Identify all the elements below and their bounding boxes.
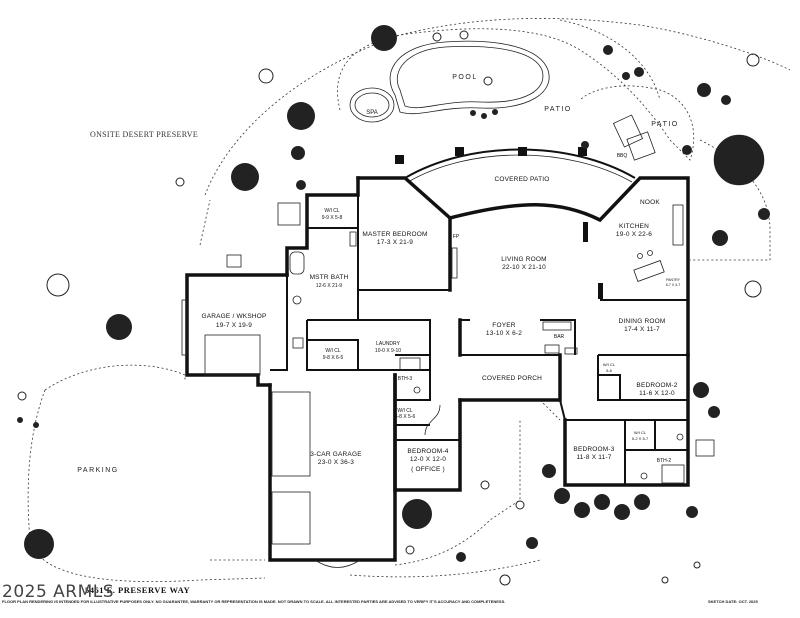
three-car-garage-label: 3-CAR GARAGE — [310, 451, 362, 458]
garage-wkshop-dims: 19-7 X 19-9 — [216, 322, 252, 329]
wic-small-label: W/I CL — [397, 408, 412, 414]
spa-label: SPA — [366, 110, 378, 116]
bedroom2-label: BEDROOM-2 — [636, 382, 677, 389]
master-wic-dims: 9-9 X 5-8 — [322, 215, 343, 221]
bedroom4-label: BEDROOM-4 — [407, 448, 448, 455]
master-bedroom-label: MASTER BEDROOM — [362, 231, 427, 238]
wic-bed2-label: W/I CL — [603, 362, 616, 367]
master-wic-2-label: W/I CL — [325, 348, 340, 354]
living-room-label: LIVING ROOM — [501, 256, 547, 263]
fp-label: FP — [453, 234, 460, 240]
wic-small-dims: 5-8 X 5-6 — [395, 414, 416, 420]
bedroom4-dims: 12-0 X 12-0 — [410, 456, 446, 463]
laundry-label: LAUNDRY — [376, 341, 400, 347]
dining-room-label: DINING ROOM — [619, 318, 666, 325]
pool-area: POOL SPA PATIO PATIO BBQ — [337, 28, 695, 161]
sketch-date: SKETCH DATE: OCT. 2025 — [708, 599, 758, 604]
bth2-label: BTH-2 — [657, 458, 672, 464]
kitchen-dims: 19-0 X 22-6 — [616, 231, 652, 238]
room-labels: MASTER BEDROOM 17-3 X 21-9 W/I CL 9-9 X … — [201, 199, 680, 473]
pool-label: POOL — [452, 74, 477, 81]
master-bedroom-dims: 17-3 X 21-9 — [377, 239, 413, 246]
landscape — [17, 25, 770, 586]
wic-bed2-dims: 5-6 — [606, 368, 613, 373]
covered-porch-label: COVERED PORCH — [482, 375, 542, 382]
bedroom3-label: BEDROOM-3 — [573, 446, 614, 453]
bar-label: BAR — [554, 334, 565, 340]
wic-bed3-dims: 5-2 X 5-7 — [632, 436, 649, 441]
preserve-label: ONSITE DESERT PRESERVE — [90, 130, 198, 139]
wic-bed3-label: W/I CL — [634, 430, 647, 435]
master-bath-dims: 12-6 X 21-9 — [316, 283, 342, 289]
foyer-dims: 13-10 X 6-2 — [486, 330, 522, 337]
bth3-label: BTH-3 — [398, 376, 413, 382]
living-room-dims: 22-10 X 21-10 — [502, 264, 546, 271]
garage-wkshop-label: GARAGE / WKSHOP — [201, 313, 266, 320]
fixtures: FP — [181, 202, 715, 568]
patio-label: PATIO — [544, 106, 571, 113]
nook-label: NOOK — [640, 199, 660, 206]
three-car-garage-dims: 23-0 X 36-3 — [318, 459, 354, 466]
foyer-label: FOYER — [492, 322, 515, 329]
bbq-label: BBQ — [617, 153, 628, 159]
address-label: 5461 E. PRESERVE WAY — [85, 585, 190, 595]
spa-shape — [349, 87, 395, 123]
pantry-label: PANTRY — [666, 278, 681, 282]
kitchen-label: KITCHEN — [619, 223, 649, 230]
watermark: 2025 ARMLS — [2, 582, 114, 602]
parking-label: PARKING — [77, 467, 119, 474]
master-wic-2-dims: 9-8 X 6-5 — [323, 355, 344, 361]
dining-room-dims: 17-4 X 11-7 — [624, 326, 660, 333]
bedroom4-note: ( OFFICE ) — [411, 466, 445, 473]
master-bath-label: MSTR BATH — [310, 274, 349, 281]
laundry-dims: 10-0 X 9-10 — [375, 348, 401, 354]
patio-outline — [337, 28, 695, 161]
pool-shape — [389, 40, 550, 115]
pantry-dims: 5-7 X 4-7 — [666, 283, 680, 287]
covered-patio: COVERED PATIO — [395, 147, 636, 183]
exterior-walls — [185, 176, 690, 562]
bedroom3-dims: 11-8 X 11-7 — [576, 454, 611, 461]
lot-boundary — [27, 18, 791, 582]
master-wic-label: W/I CL — [324, 208, 339, 214]
covered-patio-label: COVERED PATIO — [494, 176, 549, 183]
bedroom2-dims: 11-6 X 12-0 — [639, 390, 675, 397]
disclaimer-text: FLOOR PLAN RENDERING IS INTENDED FOR ILL… — [2, 599, 505, 604]
patio-label-2: PATIO — [651, 121, 678, 128]
interior-walls — [270, 195, 688, 485]
